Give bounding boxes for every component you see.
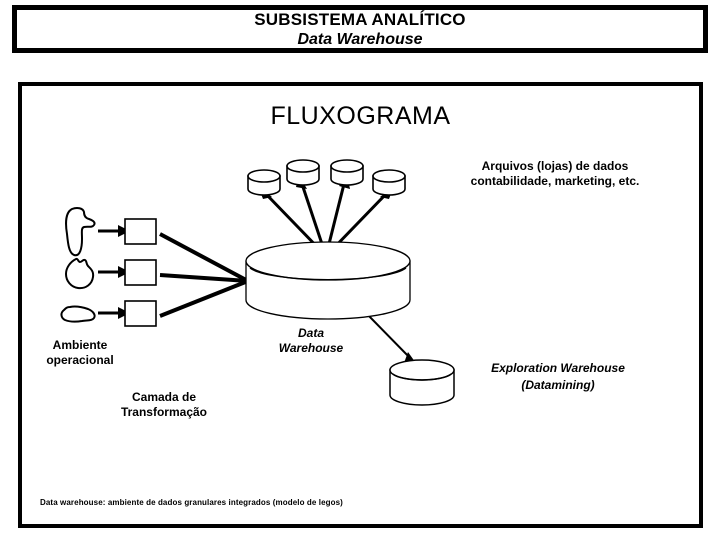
content-frame: FLUXOGRAMA bbox=[18, 82, 703, 528]
label-data-warehouse: Data Warehouse bbox=[278, 326, 344, 355]
title-secondary: Data Warehouse bbox=[297, 30, 423, 48]
title-primary: SUBSISTEMA ANALÍTICO bbox=[254, 9, 466, 29]
label-arquivos: Arquivos (lojas) de dados contabilidade,… bbox=[470, 159, 640, 188]
footnote-text: Data warehouse: ambiente de dados granul… bbox=[40, 498, 343, 507]
label-camada-transformacao: Camada de Transformação bbox=[120, 390, 208, 419]
page-heading: FLUXOGRAMA bbox=[270, 102, 451, 130]
label-ambiente-operacional: Ambiente operacional bbox=[46, 338, 114, 367]
label-exploration-warehouse: Exploration Warehouse (Datamining) bbox=[491, 361, 625, 392]
title-box: SUBSISTEMA ANALÍTICO Data Warehouse bbox=[12, 5, 708, 53]
